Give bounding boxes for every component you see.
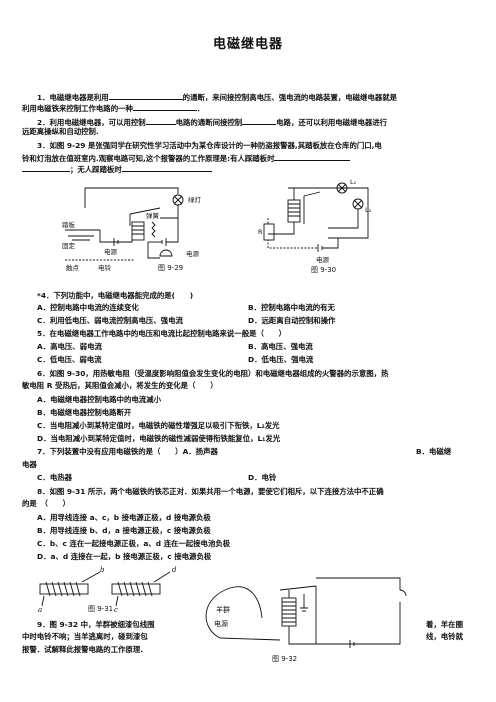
fig29-label-spring: 弹簧 <box>146 211 160 220</box>
lamp-l1-icon <box>336 182 348 194</box>
q1-line1-text-a: 1．电磁继电器是利用 <box>37 93 109 102</box>
coil-right-icon <box>117 581 153 597</box>
q5-option-b[interactable]: B．高电压、强电流 <box>248 342 313 351</box>
fig30-label-r: R <box>258 228 263 236</box>
fig32-label-sheep: 羊群 <box>216 605 230 614</box>
q2-text-b: 电路的通断间接控制 <box>175 118 243 127</box>
fig30-caption: 图 9-30 <box>311 266 337 274</box>
q9-line1-a: 9．图 9-32 中，羊群被细漆包线围 <box>37 620 155 629</box>
q9-line2-a: 中时电铃不响；当羊逃离时，碰到漆包 <box>22 632 148 641</box>
q6-option-d[interactable]: D．当电阻减小到某特定值时，电磁铁的磁性减弱使得衔铁能复位，L₁发光 <box>37 434 281 443</box>
coil-left-icon <box>45 581 81 597</box>
q2-blank-1[interactable] <box>145 116 176 125</box>
q6-option-c[interactable]: C．当电阻减小到某特定值时，电磁铁的磁性增强足以吸引下衔铁，L₂发光 <box>37 421 280 430</box>
q8-option-c[interactable]: C．b、c 连在一起接电源正极，a、d 连在一起接电池负极 <box>37 539 231 548</box>
q8-option-d[interactable]: D．a、d 连接在一起，b 接电源正极，c 接电源负极 <box>37 552 212 561</box>
q2-text-c: 电路，还可以利用电磁继电器进行 <box>276 118 388 127</box>
q1-line1: 1．电磁继电器是利用 的通断，来间接控制高电压、强电流的电路装置，电磁继电器就是 <box>37 91 397 103</box>
q4-option-b[interactable]: B．控制电路中电流的有无 <box>248 303 335 312</box>
q9-line3: 报警．试解释此报警电路的工作原理. <box>22 645 144 654</box>
q3-blank-3[interactable] <box>121 163 212 172</box>
q8-option-a[interactable]: A．用导线连接 a、c，b 接电源正极，d 接电源负极 <box>37 513 211 522</box>
fig29-label-power1: 电源 <box>104 247 118 256</box>
q6-line1: 6．如图 9-30，用热敏电阻（受温度影响阻值会发生变化的电阻）和电磁继电器组成… <box>37 369 389 378</box>
fig32-label-power: 电源 <box>214 619 228 628</box>
q7-option-b-cont: 电器 <box>22 460 37 469</box>
q1-line1-text-b: 的通断，来间接控制高电压、强电流的电路装置，电磁继电器就是 <box>182 93 398 102</box>
q7-option-d[interactable]: D．电铃 <box>248 473 277 482</box>
q4-stem: *4．下列功能中，电磁继电器能完成的是( ) <box>37 291 194 300</box>
bell-icon <box>399 589 407 597</box>
q5-stem: 5．在电磁继电器工作电路中的电压和电流比起控制电路来说一般是（ ） <box>37 329 287 338</box>
fig29-label-fixed: 固定 <box>62 241 76 250</box>
fig29-label-contact: 触点 <box>66 263 80 272</box>
q3-line1: 3．如图 9-29 是张强同学在研究性学习活动中为某仓库设计的一种防盗报警器,其… <box>37 141 382 150</box>
bell-icon <box>159 249 173 257</box>
fig30-label-l1: L₁ <box>350 178 357 186</box>
figure-9-30: L₁ L₂ R 电源 <box>258 178 372 264</box>
q3-line3: ；无人踩踏板时 <box>22 163 212 175</box>
fig31-label-d: d <box>172 566 177 574</box>
q3-line3-text: ；无人踩踏板时 <box>70 165 122 174</box>
q1-line2-text-b: ． <box>196 104 205 113</box>
q5-option-d[interactable]: D．低电压、强电流 <box>248 355 314 364</box>
q1-blank-2[interactable] <box>132 102 197 111</box>
fig32-caption: 图 9-32 <box>272 655 298 663</box>
figure-9-29: 绿灯 踏板 固定 电源 弹簧 触点 电源 电铃 <box>62 187 202 272</box>
fig31-label-a: a <box>38 606 42 614</box>
fig31-label-c: c <box>114 606 118 614</box>
q2-line1: 2．利用电磁继电器，可以用控制 电路的通断间接控制 电路，还可以利用电磁继电器进行 <box>37 116 387 128</box>
fig31-caption: 图 9-31 <box>88 605 114 613</box>
q1-line2-text-a: 利用电磁铁来控制工作电路的一种 <box>22 104 133 113</box>
figure-9-31: a b c d <box>38 566 177 614</box>
fig29-label-bulb: 绿灯 <box>188 195 202 204</box>
figure-9-32: 羊群 电源 <box>205 577 407 648</box>
fig29-label-pedal: 踏板 <box>62 220 76 229</box>
q1-blank-1[interactable] <box>108 91 183 100</box>
q3-line2: 铃和灯泡放在值班室内.观察电路可知,这个报警器的工作原理是:有人踩踏板时 <box>22 152 351 164</box>
q3-blank-1[interactable] <box>274 152 351 161</box>
q7-option-b[interactable]: B．电磁继 <box>416 447 452 456</box>
q2-line2: 远距离操纵和自动控制. <box>22 127 99 136</box>
q2-text-a: 2．利用电磁继电器，可以用控制 <box>37 118 146 127</box>
q8-line2: 的是 （ ） <box>22 499 71 508</box>
q4-option-a[interactable]: A．控制电路中电流的连续变化 <box>37 303 139 312</box>
q3-line2-text: 铃和灯泡放在值班室内.观察电路可知,这个报警器的工作原理是:有人踩踏板时 <box>22 154 275 163</box>
q9-line1-b: 着，羊在圈 <box>426 620 463 629</box>
q6-option-a[interactable]: A．电磁继电器控制电路中的电流减小 <box>37 395 161 404</box>
q5-option-a[interactable]: A．高电压、弱电流 <box>37 342 102 351</box>
q2-blank-2[interactable] <box>242 116 277 125</box>
q3-blank-2[interactable] <box>22 163 70 172</box>
q4-option-d[interactable]: D．远距离自动控制和操作 <box>248 316 336 325</box>
q8-option-b[interactable]: B．用导线连接 b、d，a 接电源正极，c 接电源负极 <box>37 526 211 535</box>
q6-option-b[interactable]: B．电磁继电器控制电路断开 <box>37 408 132 417</box>
q4-option-c[interactable]: C．利用低电压、弱电流控制高电压、强电流 <box>37 316 183 325</box>
q7-option-c[interactable]: C．电热器 <box>37 473 72 482</box>
q6-line2: 敏电阻 R 受热后，其阻值会减小，将发生的变化是（ ） <box>22 381 218 390</box>
q8-line1: 8．如图 9-31 所示，两个电磁铁的铁芯正对．如果共用一个电源，要使它们相斥，… <box>37 487 384 496</box>
fig31-label-b: b <box>100 566 105 574</box>
q7-stem: 7．下列装置中没有应用电磁铁的是（ ）A．扬声器 <box>37 447 218 456</box>
page-title: 电磁继电器 <box>212 37 283 52</box>
fig30-label-power: 电源 <box>316 255 330 264</box>
q5-option-c[interactable]: C．低电压、弱电流 <box>37 355 102 364</box>
fig29-label-relay: 电铃 <box>98 263 112 272</box>
q1-line2: 利用电磁铁来控制工作电路的一种 ． <box>22 102 204 114</box>
fig29-label-power2: 电源 <box>186 249 200 258</box>
fig29-caption: 图 9-29 <box>158 264 184 272</box>
fig30-label-l2: L₂ <box>365 206 372 214</box>
q9-line2-b: 线，电铃就 <box>426 632 463 641</box>
